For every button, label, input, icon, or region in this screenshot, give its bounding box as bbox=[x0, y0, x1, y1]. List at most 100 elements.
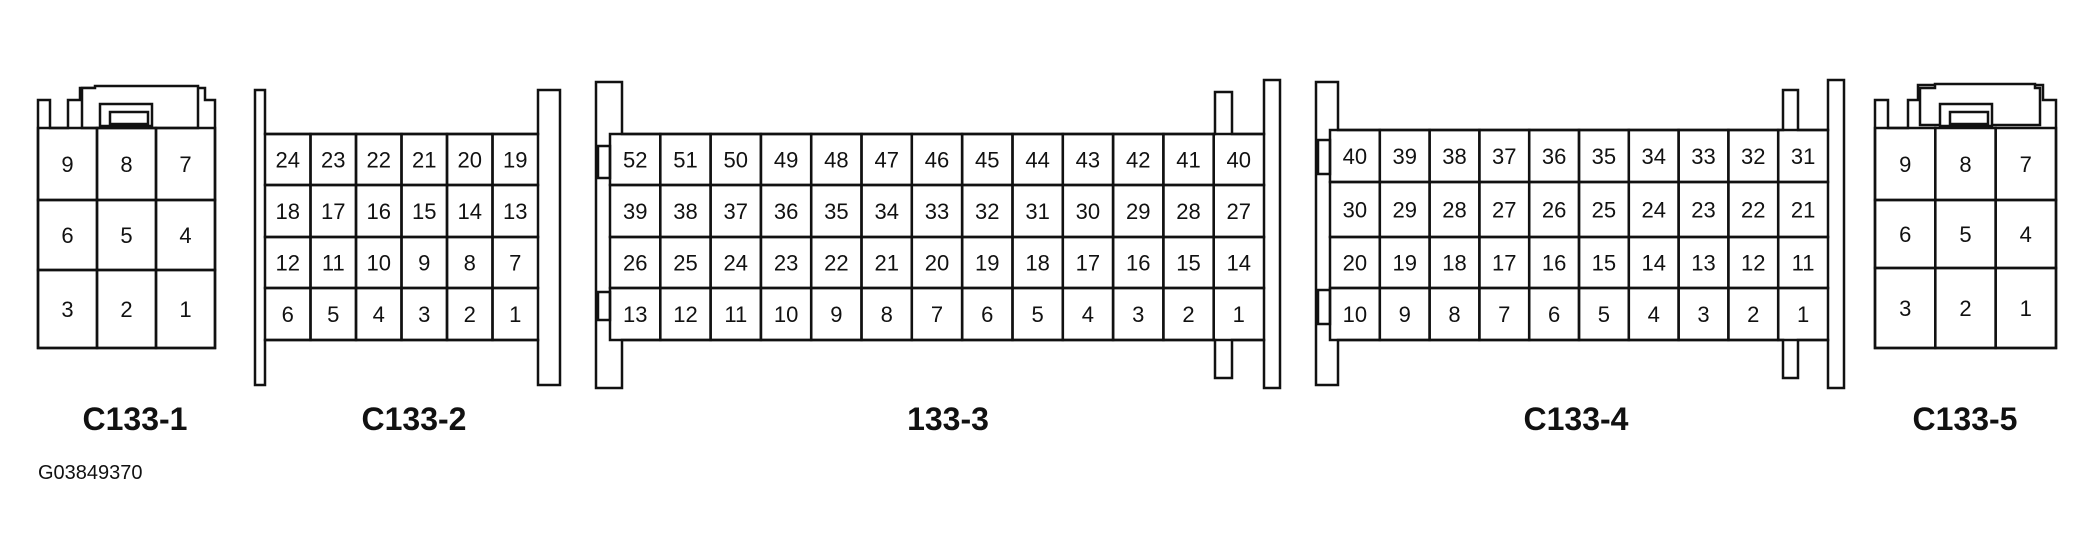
pin-label-133-3-9: 9 bbox=[830, 302, 842, 327]
pin-label-c133-4-32: 32 bbox=[1741, 144, 1765, 169]
pin-label-133-3-15: 15 bbox=[1176, 251, 1200, 276]
connector-c133-2-title: C133-2 bbox=[362, 401, 467, 437]
pin-label-133-3-10: 10 bbox=[774, 302, 798, 327]
pin-label-133-3-23: 23 bbox=[774, 251, 798, 276]
connector-c133-4-title: C133-4 bbox=[1524, 401, 1629, 437]
pin-cavity bbox=[1994, 266, 2058, 350]
pin-label-133-3-51: 51 bbox=[673, 148, 697, 173]
pin-cavity bbox=[154, 268, 217, 350]
pin-label-c133-4-13: 13 bbox=[1691, 251, 1715, 276]
pin-label-133-3-31: 31 bbox=[1025, 199, 1049, 224]
pin-label-c133-5-3: 3 bbox=[1899, 296, 1911, 321]
pin-label-c133-5-5: 5 bbox=[1959, 222, 1971, 247]
pin-label-133-3-41: 41 bbox=[1176, 148, 1200, 173]
pin-label-133-3-11: 11 bbox=[724, 302, 747, 327]
connector-c133-5-title: C133-5 bbox=[1913, 401, 2018, 437]
pin-label-c133-2-1: 1 bbox=[509, 302, 521, 327]
pin-label-c133-4-35: 35 bbox=[1592, 144, 1616, 169]
pin-label-c133-1-4: 4 bbox=[179, 223, 191, 248]
pin-label-133-3-33: 33 bbox=[925, 199, 949, 224]
pin-label-133-3-12: 12 bbox=[673, 302, 697, 327]
pin-label-133-3-29: 29 bbox=[1126, 199, 1150, 224]
pin-label-133-3-18: 18 bbox=[1025, 251, 1049, 276]
pin-label-c133-5-1: 1 bbox=[2020, 296, 2032, 321]
pin-label-c133-4-40: 40 bbox=[1343, 144, 1367, 169]
pin-label-133-3-4: 4 bbox=[1082, 302, 1094, 327]
pin-label-c133-4-33: 33 bbox=[1691, 144, 1715, 169]
pin-label-c133-2-12: 12 bbox=[276, 251, 300, 276]
pin-cavity bbox=[1212, 286, 1266, 342]
pin-label-133-3-36: 36 bbox=[774, 199, 798, 224]
pin-label-133-3-16: 16 bbox=[1126, 251, 1150, 276]
pin-label-c133-5-6: 6 bbox=[1899, 222, 1911, 247]
pin-label-c133-4-21: 21 bbox=[1791, 198, 1815, 223]
pin-label-c133-4-2: 2 bbox=[1747, 302, 1759, 327]
pin-label-c133-2-20: 20 bbox=[458, 148, 482, 173]
pin-label-c133-2-16: 16 bbox=[367, 199, 391, 224]
pin-label-133-3-47: 47 bbox=[874, 148, 898, 173]
pin-label-133-3-35: 35 bbox=[824, 199, 848, 224]
pin-label-133-3-8: 8 bbox=[881, 302, 893, 327]
pin-label-c133-2-21: 21 bbox=[412, 148, 436, 173]
pin-label-c133-2-15: 15 bbox=[412, 199, 436, 224]
pin-label-133-3-14: 14 bbox=[1227, 251, 1251, 276]
pin-label-c133-2-3: 3 bbox=[418, 302, 430, 327]
pin-label-133-3-28: 28 bbox=[1176, 199, 1200, 224]
pin-label-133-3-38: 38 bbox=[673, 199, 697, 224]
pin-label-c133-4-20: 20 bbox=[1343, 251, 1367, 276]
pin-label-c133-4-24: 24 bbox=[1641, 198, 1665, 223]
pin-label-133-3-26: 26 bbox=[623, 251, 647, 276]
pin-cavity bbox=[1776, 286, 1830, 342]
pin-label-c133-4-15: 15 bbox=[1592, 251, 1616, 276]
pin-label-133-3-13: 13 bbox=[623, 302, 647, 327]
pin-label-c133-4-18: 18 bbox=[1442, 251, 1466, 276]
pin-label-c133-2-22: 22 bbox=[367, 148, 391, 173]
pin-label-133-3-42: 42 bbox=[1126, 148, 1150, 173]
pin-label-c133-1-1: 1 bbox=[179, 297, 191, 322]
pin-label-c133-4-23: 23 bbox=[1691, 198, 1715, 223]
pin-label-c133-4-30: 30 bbox=[1343, 198, 1367, 223]
connector-c133-5-latch-window bbox=[1938, 102, 1994, 128]
pin-label-c133-4-3: 3 bbox=[1697, 302, 1709, 327]
pin-label-133-3-45: 45 bbox=[975, 148, 999, 173]
pin-label-c133-4-25: 25 bbox=[1592, 198, 1616, 223]
pin-label-c133-2-9: 9 bbox=[418, 251, 430, 276]
pin-label-c133-4-14: 14 bbox=[1641, 251, 1665, 276]
pin-label-133-3-32: 32 bbox=[975, 199, 999, 224]
pin-label-c133-1-6: 6 bbox=[61, 223, 73, 248]
pin-label-133-3-22: 22 bbox=[824, 251, 848, 276]
pin-label-c133-4-22: 22 bbox=[1741, 198, 1765, 223]
pin-label-c133-2-6: 6 bbox=[282, 302, 294, 327]
pin-label-c133-4-17: 17 bbox=[1492, 251, 1516, 276]
pin-label-c133-5-2: 2 bbox=[1959, 296, 1971, 321]
pin-label-c133-1-5: 5 bbox=[120, 223, 132, 248]
pin-label-133-3-40: 40 bbox=[1227, 148, 1251, 173]
pin-label-133-3-37: 37 bbox=[724, 199, 748, 224]
pin-label-133-3-49: 49 bbox=[774, 148, 798, 173]
pin-label-c133-4-4: 4 bbox=[1648, 302, 1660, 327]
pin-cavity bbox=[491, 286, 540, 342]
pin-label-c133-2-24: 24 bbox=[276, 148, 300, 173]
pin-label-c133-4-1: 1 bbox=[1797, 302, 1809, 327]
pin-label-c133-4-31: 31 bbox=[1791, 144, 1815, 169]
pin-label-c133-5-7: 7 bbox=[2020, 152, 2032, 177]
pin-label-c133-4-27: 27 bbox=[1492, 198, 1516, 223]
pin-label-133-3-43: 43 bbox=[1076, 148, 1100, 173]
pin-label-c133-2-2: 2 bbox=[464, 302, 476, 327]
pin-label-c133-1-3: 3 bbox=[61, 297, 73, 322]
pin-label-133-3-5: 5 bbox=[1031, 302, 1043, 327]
pin-label-c133-4-26: 26 bbox=[1542, 198, 1566, 223]
pin-label-133-3-39: 39 bbox=[623, 199, 647, 224]
pin-label-c133-1-2: 2 bbox=[120, 297, 132, 322]
pin-label-133-3-24: 24 bbox=[724, 251, 748, 276]
pin-label-133-3-48: 48 bbox=[824, 148, 848, 173]
connector-c133-4-key-top bbox=[1316, 138, 1332, 176]
pin-label-c133-4-28: 28 bbox=[1442, 198, 1466, 223]
pin-label-133-3-44: 44 bbox=[1025, 148, 1049, 173]
pin-label-c133-2-10: 10 bbox=[367, 251, 391, 276]
pin-label-c133-4-16: 16 bbox=[1542, 251, 1566, 276]
